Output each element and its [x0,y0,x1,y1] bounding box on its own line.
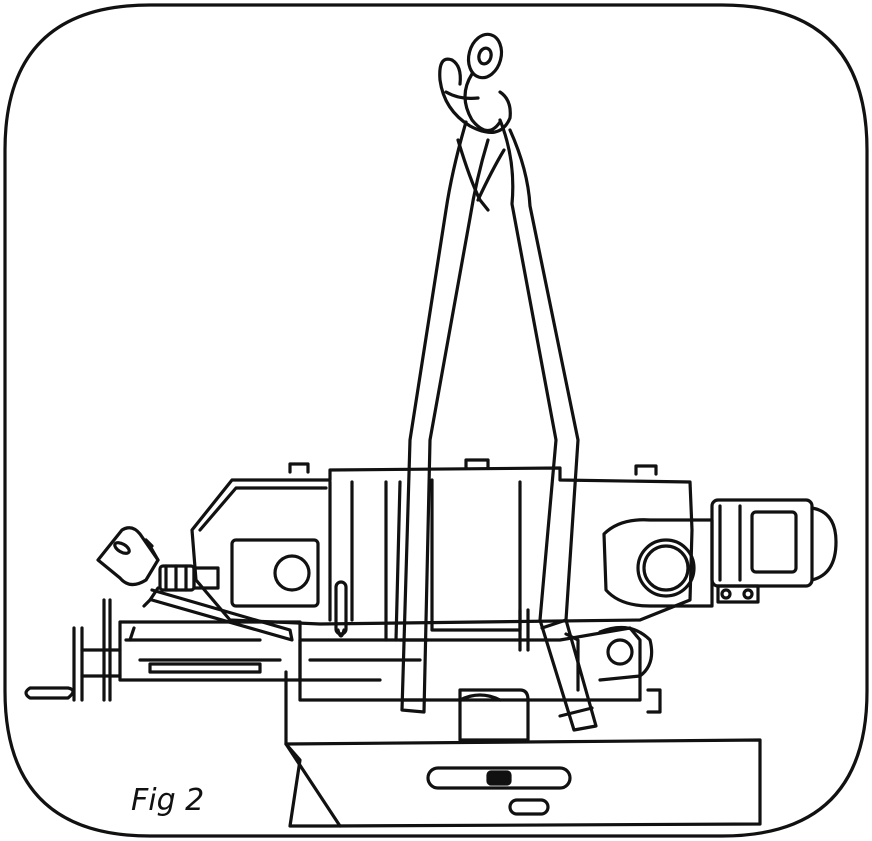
machine-base [284,670,762,828]
figure-caption: Fig 2 [131,783,205,818]
tension-handle [96,526,294,642]
crane-hook-icon [438,32,512,134]
vise-assembly [24,598,302,702]
motor-housing [602,498,838,608]
saw-head [190,458,694,642]
frame-border [3,3,869,838]
saw-table [298,608,662,714]
